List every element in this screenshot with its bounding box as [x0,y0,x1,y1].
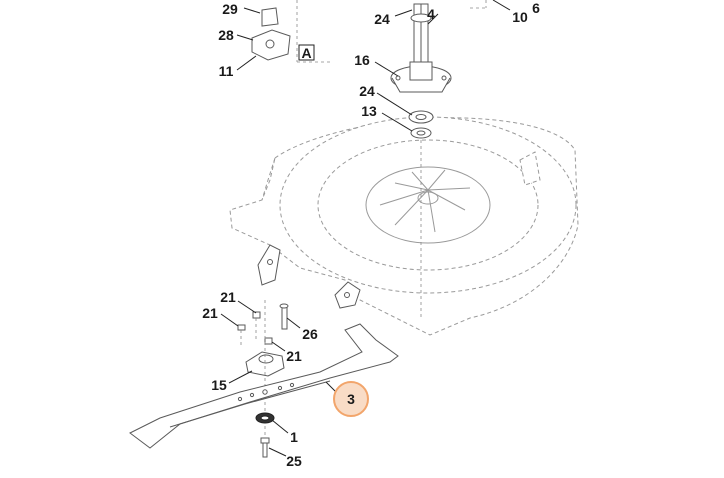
highlight-ring[interactable] [333,381,369,417]
callout-p16[interactable]: 16 [354,52,370,68]
callout-p11[interactable]: 11 [219,63,234,79]
callout-p29[interactable]: 29 [222,1,238,17]
view-label-a-text: A [301,45,311,61]
highlighted-callout[interactable]: 3 [333,381,369,417]
leader-lines [220,0,511,457]
blade-adapter [245,351,285,377]
spindle-housing [390,61,452,93]
highlighted-part-number: 3 [347,391,355,407]
bearing-cap-assembly [251,0,330,63]
callout-p15[interactable]: 15 [211,377,227,393]
spacer-washer [410,127,432,139]
screw-26 [279,303,289,330]
callout-p21c[interactable]: 21 [286,348,302,364]
mower-deck [229,116,579,336]
callout-p1[interactable]: 1 [290,429,298,445]
cutting-blade [129,323,399,449]
view-label-a: A [298,44,315,61]
callout-p10[interactable]: 10 [512,9,528,25]
bolt-21-center [252,311,261,340]
deck-bracket-right [334,281,361,309]
callout-p26[interactable]: 26 [302,326,318,342]
callout-p4[interactable]: 4 [427,6,435,22]
callout-p25[interactable]: 25 [286,453,302,469]
callout-p24b[interactable]: 24 [359,83,375,99]
blade-washer [255,412,275,424]
callout-p6[interactable]: 6 [532,0,540,16]
callout-p21b[interactable]: 21 [202,305,218,321]
callout-p24a[interactable]: 24 [374,11,390,27]
deck-bracket-left [257,244,281,286]
bearing-lower [408,110,434,124]
blade-bolt [260,437,270,458]
callout-p13[interactable]: 13 [361,103,377,119]
bolt-21-left [237,324,246,345]
bolt-21-right [264,337,273,345]
frame-corner [470,0,487,9]
callout-p21a[interactable]: 21 [220,289,236,305]
callout-p28[interactable]: 28 [218,27,234,43]
